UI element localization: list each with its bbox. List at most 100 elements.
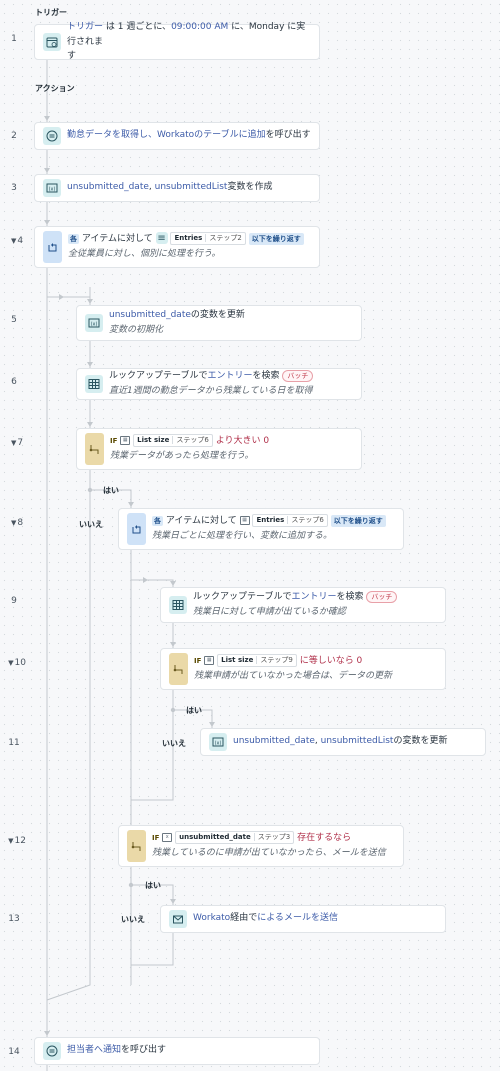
variable-link[interactable]: unsubmitted_date — [67, 182, 149, 193]
step-text: 経由で — [230, 913, 258, 924]
step-create-variable-card[interactable]: (x) unsubmitted_date, unsubmittedList変数を… — [34, 174, 320, 202]
call-recipe-icon — [43, 1042, 61, 1060]
collapse-caret-icon[interactable]: ▼ — [10, 237, 17, 245]
line-number-1: 1 — [11, 34, 17, 44]
variable-link[interactable]: unsubmitted_date — [233, 736, 315, 747]
step-update-variable-card[interactable]: (x) unsubmitted_date, unsubmittedListの変数… — [200, 728, 486, 756]
recipe-link[interactable]: 勤怠データを取得し、Workatoのテーブルに追加 — [67, 130, 266, 141]
call-recipe-icon — [43, 127, 61, 145]
line-number-5: 5 — [11, 315, 17, 325]
line-number-6: 6 — [11, 377, 17, 387]
table-icon: ▦ — [204, 655, 215, 665]
step-update-variable-card[interactable]: (x) unsubmitted_dateの変数を更新 変数の初期化 — [76, 305, 362, 341]
line-number-7[interactable]: ▼7 — [10, 438, 24, 448]
variable-link[interactable]: unsubmittedList — [154, 182, 228, 193]
email-icon — [169, 910, 187, 928]
action-link[interactable]: による — [257, 913, 284, 924]
entry-link[interactable]: エントリー — [207, 370, 253, 381]
action-section-label: アクション — [35, 84, 75, 93]
trigger-section-label: トリガー — [35, 8, 67, 17]
recipe-link[interactable]: 担当者へ通知 — [67, 1045, 122, 1056]
line-number-9: 9 — [11, 596, 17, 606]
step-text: の変数を更新 — [190, 309, 245, 320]
line-number-4[interactable]: ▼4 — [10, 236, 24, 246]
collapse-caret-icon[interactable]: ▼ — [8, 837, 14, 845]
collapse-caret-icon[interactable]: ▼ — [8, 659, 14, 667]
svg-text:(x): (x) — [215, 741, 222, 747]
step-call-recipe-card[interactable]: 担当者へ通知を呼び出す — [34, 1037, 320, 1065]
batch-badge: バッチ — [282, 369, 314, 382]
line-number-2: 2 — [11, 131, 17, 141]
condition-text: より大きい 0 — [215, 435, 270, 446]
step-lookup-table-card[interactable]: ルックアップテーブルでエントリーを検索 バッチ 残業日に対して申請が出ているか確… — [160, 587, 446, 623]
condition-text: 存在するなら — [297, 832, 352, 843]
svg-text:(x): (x) — [91, 322, 98, 328]
trigger-text: は 1 週ごとに、 — [103, 22, 172, 33]
entry-link[interactable]: エントリー — [291, 591, 337, 602]
connector-link[interactable]: Workato — [193, 913, 231, 924]
time-link[interactable]: 09:00:00 AM — [171, 22, 229, 33]
step-description: 残業日ごとに処理を行い、変数に追加する。 — [152, 531, 333, 542]
step-text: アイテムに対して — [165, 515, 237, 526]
if-keyword: IF — [110, 436, 118, 445]
step-text: ルックアップテーブルで — [193, 591, 292, 602]
line-number-12[interactable]: ▼12 — [8, 836, 26, 846]
step-description: 全従業員に対し、個別に処理を行う。 — [68, 249, 221, 260]
line-number-11: 11 — [8, 738, 20, 748]
branch-yes-label: はい — [186, 706, 202, 715]
line-number-14: 14 — [8, 1047, 20, 1057]
trigger-text: す — [67, 51, 77, 62]
step-lookup-table-card[interactable]: ルックアップテーブルでエントリーを検索 バッチ 直近1週間の勤怠データから残業し… — [76, 368, 362, 400]
variable-link[interactable]: unsubmitted_date — [109, 309, 191, 320]
step-text: を検索 — [336, 591, 364, 602]
table-icon: ▦ — [239, 515, 250, 525]
branch-no-label: いいえ — [79, 520, 103, 529]
svg-text:(x): (x) — [49, 187, 56, 193]
variable-icon: (x) — [43, 179, 61, 197]
call-recipe-icon: ≡ — [155, 232, 168, 245]
batch-badge: バッチ — [366, 590, 398, 603]
branch-no-label: いいえ — [162, 739, 186, 748]
action-link[interactable]: メールを送信 — [283, 913, 338, 924]
step-text: の変数を更新 — [393, 736, 448, 747]
step-text: を検索 — [252, 370, 280, 381]
trigger-link[interactable]: トリガー — [67, 22, 104, 33]
step-call-recipe-card[interactable]: 勤怠データを取得し、Workatoのテーブルに追加を呼び出す — [34, 122, 320, 150]
step-trigger-card[interactable]: トリガー は 1 週ごとに、09:00:00 AM に、Monday に実行され… — [34, 22, 320, 62]
step-description: 残業しているのに申請が出ていなかったら、メールを送信 — [152, 848, 386, 859]
if-branch-icon — [85, 433, 104, 465]
line-number-8[interactable]: ▼8 — [10, 518, 24, 528]
step-text: 変数を作成 — [227, 182, 273, 193]
if-keyword: IF — [152, 833, 160, 842]
step-description: 変数の初期化 — [109, 325, 164, 335]
line-number-10[interactable]: ▼10 — [8, 658, 26, 668]
branch-yes-label: はい — [145, 881, 161, 890]
repeat-icon — [127, 513, 146, 545]
collapse-caret-icon[interactable]: ▼ — [10, 439, 17, 447]
clock-calendar-icon — [43, 33, 61, 51]
step-text: , — [314, 736, 321, 747]
foreach-keyword: 各 — [68, 233, 79, 245]
step-text: アイテムに対して — [81, 233, 153, 244]
variable-link[interactable]: unsubmittedList — [320, 736, 394, 747]
step-description: 残業申請が出ていなかった場合は、データの更新 — [194, 671, 393, 682]
line-number-13: 13 — [8, 914, 20, 924]
repeat-icon — [43, 231, 62, 263]
step-send-email-card[interactable]: Workato経由でによるメールを送信 — [160, 905, 446, 933]
step-description: 残業日に対して申請が出ているか確認 — [193, 607, 346, 617]
step-description: 直近1週間の勤怠データから残業している日を取得 — [109, 386, 313, 396]
collapse-caret-icon[interactable]: ▼ — [10, 519, 17, 527]
if-keyword: IF — [194, 656, 202, 665]
step-description: 残業データがあったら処理を行う。 — [110, 451, 254, 462]
variable-icon: x — [162, 832, 173, 842]
